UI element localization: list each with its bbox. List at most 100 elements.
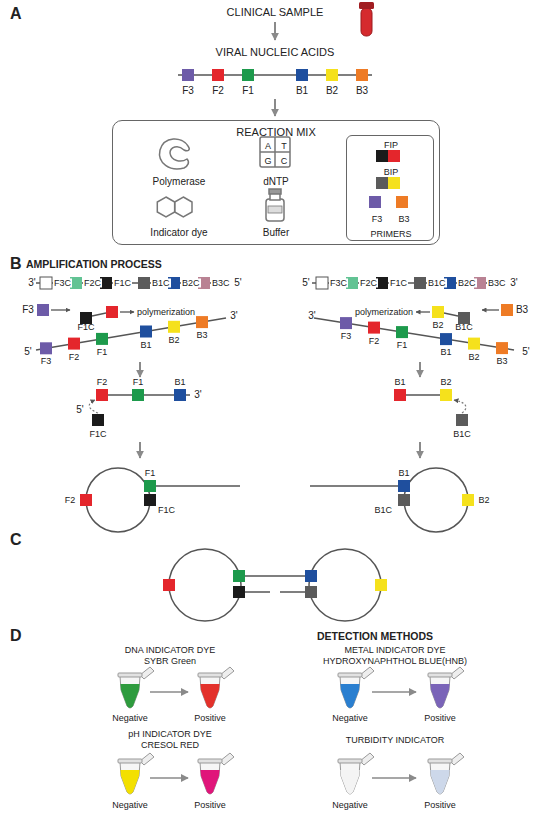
change-arrow xyxy=(372,777,416,779)
strand-fragment xyxy=(89,400,98,413)
stem-loop xyxy=(80,468,474,532)
nucleic-acid-strand xyxy=(178,74,372,76)
label-text: B1C xyxy=(151,279,171,288)
node-text: F3 xyxy=(372,215,383,224)
flow-arrow xyxy=(419,442,421,458)
label-text: F2 xyxy=(369,337,380,346)
synthesized-strand xyxy=(168,321,180,333)
synthesized-strand xyxy=(96,333,108,345)
flow-arrow xyxy=(419,362,421,377)
synthesized-strand xyxy=(368,322,380,334)
label-text: F1C xyxy=(77,323,94,332)
template-strand xyxy=(40,277,52,289)
strand-fragment xyxy=(394,389,406,401)
node-text: A xyxy=(265,142,271,151)
synthesized-strand xyxy=(396,326,408,338)
detection-tube xyxy=(428,753,464,794)
label-text: B1 xyxy=(440,348,451,357)
stem-loop xyxy=(398,494,410,506)
dumbbell-structure xyxy=(280,591,305,593)
label-text: F1 xyxy=(397,341,408,350)
stem-loop xyxy=(462,494,474,506)
node-text: BIP xyxy=(384,168,399,177)
label-text: 5' xyxy=(76,405,83,415)
label-text: B3C xyxy=(211,279,231,288)
label-text: F2 xyxy=(69,353,80,362)
label-text: Positive xyxy=(424,714,456,723)
primer-squares xyxy=(369,196,381,208)
label-text: 5' xyxy=(522,347,529,357)
label-text: CRESOL RED xyxy=(141,741,199,750)
strand-fragment xyxy=(96,389,108,401)
detection-tube xyxy=(338,753,374,794)
detection-tube xyxy=(118,667,154,708)
synthesized-strand xyxy=(40,342,52,354)
dumbbell-structure xyxy=(245,591,270,593)
primer-binding xyxy=(51,309,70,310)
label-text: F3 xyxy=(41,357,52,366)
blood-tube xyxy=(359,2,374,36)
blood-tube xyxy=(361,8,372,36)
detection-tube xyxy=(118,667,464,794)
primer-squares xyxy=(388,177,400,189)
node-text: dNTP xyxy=(263,177,289,187)
reagent-icon xyxy=(260,137,290,167)
label-text: F1C xyxy=(113,279,132,288)
synthesized-strand xyxy=(496,342,508,354)
label-text: F2 xyxy=(212,86,224,96)
label-text: DNA INDICATOR DYE xyxy=(125,646,216,655)
primer-squares xyxy=(388,150,400,162)
label-text: 3' xyxy=(28,278,35,288)
flow-arrow xyxy=(274,22,276,40)
nucleic-acid-strand xyxy=(296,69,308,81)
heading-label: CLINICAL SAMPLE xyxy=(227,7,324,18)
reagent-icon xyxy=(175,197,192,217)
node-text: FIP xyxy=(384,141,398,150)
nucleic-acid-strand xyxy=(356,69,368,81)
dumbbell-structure xyxy=(233,570,245,582)
label-text: Positive xyxy=(194,714,226,723)
label-text: F1C xyxy=(89,430,106,439)
label-text: B2C xyxy=(181,279,201,288)
label-text: 3' xyxy=(194,390,201,400)
label-text: B3 xyxy=(516,305,528,315)
dumbbell-structure xyxy=(309,549,381,621)
dumbbell-structure xyxy=(245,575,305,577)
strand-fragment xyxy=(174,389,186,401)
label-text: B2 xyxy=(478,496,489,505)
label-text: Positive xyxy=(424,801,456,810)
node-text: C xyxy=(281,157,288,166)
strand-fragment xyxy=(454,400,466,413)
label-text: B3 xyxy=(356,86,368,96)
primer-binding xyxy=(106,306,118,318)
synthesized-strand xyxy=(440,333,452,345)
blood-tube xyxy=(359,2,374,9)
stem-loop xyxy=(144,480,156,492)
stem-loop xyxy=(404,468,468,532)
stem-loop xyxy=(86,468,150,532)
label-text: polymerization xyxy=(355,308,413,317)
flow-arrow xyxy=(274,99,276,116)
synthesized-strand xyxy=(68,338,80,350)
primers-box: FIPBIPF3B3PRIMERS xyxy=(346,135,434,241)
label-text: 3' xyxy=(308,311,315,321)
label-text: B1 xyxy=(394,378,405,387)
template-strand xyxy=(414,277,426,289)
nucleic-acid-strand xyxy=(182,69,194,81)
synthesized-strand xyxy=(314,318,514,350)
label-text: B3 xyxy=(196,331,207,340)
detection-tube xyxy=(198,753,234,794)
template-strand xyxy=(316,277,328,289)
dumbbell-structure xyxy=(305,570,317,582)
primer-binding xyxy=(37,304,49,316)
detection-tube xyxy=(338,667,374,708)
label-text: 5' xyxy=(302,278,309,288)
panel-letter: A xyxy=(10,6,22,22)
label-text: B2 xyxy=(432,321,443,330)
label-text: F2 xyxy=(97,378,108,387)
synthesized-strand xyxy=(340,317,352,329)
flow-arrow xyxy=(139,442,141,458)
label-text: B1 xyxy=(140,341,151,350)
node-text: B3 xyxy=(398,215,409,224)
label-text: F3 xyxy=(182,86,194,96)
